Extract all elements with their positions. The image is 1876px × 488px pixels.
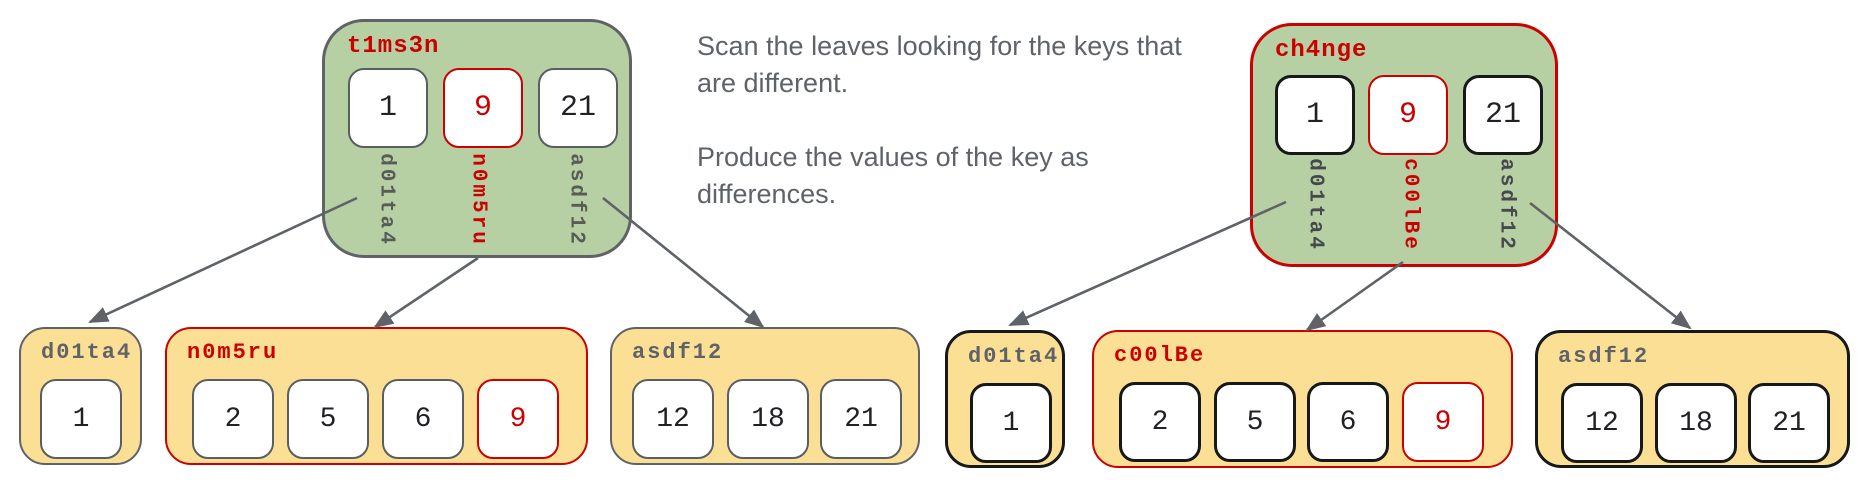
value-cell: 1 xyxy=(40,379,122,459)
leaf-node-d01ta4-right: d01ta4 1 xyxy=(945,330,1065,468)
pointer-label-changed: n0m5ru xyxy=(466,153,490,247)
root-node-label: t1ms3n xyxy=(347,33,440,60)
value-cell-changed: 9 xyxy=(1402,382,1484,462)
leaf-node-asdf12-left: asdf12 12 18 21 xyxy=(610,327,920,465)
key-cell: 1 xyxy=(1275,75,1355,155)
value-cell: 21 xyxy=(1748,383,1830,463)
value-cell-changed: 9 xyxy=(477,379,559,459)
value-cell: 5 xyxy=(1214,382,1296,462)
leaf-label-changed: n0m5ru xyxy=(187,340,279,365)
root-node-ch4nge: ch4nge 1 9 21 d01ta4 c00lBe asdf12 xyxy=(1250,23,1558,267)
arrow-right-root-to-c00lBe xyxy=(1305,260,1404,332)
leaf-node-n0m5ru: n0m5ru 2 5 6 9 xyxy=(165,327,588,465)
value-cell: 5 xyxy=(287,379,369,459)
key-cell: 1 xyxy=(348,68,428,148)
pointer-label: d01ta4 xyxy=(1303,158,1327,252)
value-cell: 2 xyxy=(192,379,274,459)
value-cell: 1 xyxy=(970,383,1052,463)
arrow-left-root-to-d01ta4 xyxy=(88,196,358,324)
root-node-t1ms3n: t1ms3n 1 9 21 d01ta4 n0m5ru asdf12 xyxy=(322,19,632,258)
value-cell: 12 xyxy=(1561,383,1643,463)
root-node-label: ch4nge xyxy=(1275,37,1368,64)
key-cell: 21 xyxy=(1463,75,1543,155)
annotation-paragraph-1: Scan the leaves looking for the keys tha… xyxy=(697,31,1182,98)
value-cell: 12 xyxy=(632,379,714,459)
leaf-label: d01ta4 xyxy=(968,344,1060,369)
pointer-label-changed: c00lBe xyxy=(1398,158,1422,252)
leaf-node-c00lBe: c00lBe 2 5 6 9 xyxy=(1092,330,1513,468)
leaf-node-asdf12-right: asdf12 12 18 21 xyxy=(1535,330,1850,468)
pointer-label: asdf12 xyxy=(564,153,588,247)
value-cell: 6 xyxy=(1307,382,1389,462)
annotation-paragraph-2: Produce the values of the key as differe… xyxy=(697,142,1089,209)
key-cell-changed: 9 xyxy=(443,68,523,148)
leaf-node-d01ta4-left: d01ta4 1 xyxy=(19,327,142,465)
value-cell: 21 xyxy=(820,379,902,459)
value-cell: 18 xyxy=(727,379,809,459)
pointer-label: asdf12 xyxy=(1494,158,1518,252)
value-cell: 2 xyxy=(1119,382,1201,462)
value-cell: 6 xyxy=(382,379,464,459)
leaf-label: d01ta4 xyxy=(41,340,133,365)
annotation-text: Scan the leaves looking for the keys tha… xyxy=(697,28,1217,250)
leaf-label: asdf12 xyxy=(632,340,724,365)
key-cell: 21 xyxy=(538,68,618,148)
pointer-label: d01ta4 xyxy=(374,153,398,247)
value-cell: 18 xyxy=(1655,383,1737,463)
leaf-label-changed: c00lBe xyxy=(1114,343,1206,368)
leaf-label: asdf12 xyxy=(1558,344,1650,369)
key-cell-changed: 9 xyxy=(1368,75,1448,155)
arrow-left-root-to-n0m5ru xyxy=(373,256,479,329)
